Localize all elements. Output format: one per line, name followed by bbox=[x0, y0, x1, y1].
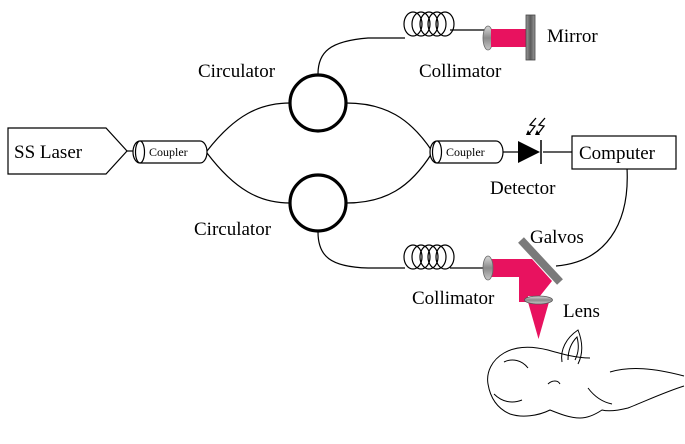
coupler-right-body bbox=[429, 140, 504, 164]
circulator-bottom: Circulator bbox=[194, 173, 348, 240]
circulator-bottom-label: Circulator bbox=[194, 219, 272, 240]
coupler-left-end bbox=[134, 140, 146, 164]
lens-label: Lens bbox=[563, 301, 600, 322]
computer-to-galvos-wire bbox=[555, 167, 628, 267]
fiber-coil-icon bbox=[427, 11, 447, 37]
fiber-coil-icon bbox=[427, 244, 447, 270]
computer-label: Computer bbox=[579, 143, 656, 164]
fiber-coil-top bbox=[403, 11, 455, 37]
mouse-snout-line bbox=[503, 359, 529, 369]
circulator-bottom-ring bbox=[288, 173, 348, 233]
objective-lens: Lens bbox=[524, 295, 600, 322]
coupler-right-label: Coupler bbox=[446, 145, 485, 159]
mouse-icon bbox=[487, 329, 685, 419]
galvos-label: Galvos bbox=[530, 227, 584, 248]
circulator-top-label: Circulator bbox=[198, 61, 276, 82]
sample-beam bbox=[491, 259, 552, 302]
bottom-arm-fiber bbox=[317, 231, 405, 269]
detector: Detector bbox=[490, 117, 556, 199]
coupler-left-body bbox=[132, 140, 208, 164]
coupler-to-bottom-circulator-fiber bbox=[206, 152, 291, 204]
mouse-ear-inner bbox=[567, 336, 579, 361]
sample-beam-path bbox=[491, 259, 552, 339]
mouse-back bbox=[609, 368, 685, 377]
computer: Computer bbox=[571, 135, 677, 170]
collimator-top: Collimator bbox=[419, 25, 526, 82]
mirror-label: Mirror bbox=[547, 26, 598, 47]
reference-beam bbox=[491, 29, 526, 47]
detector-diode-icon bbox=[518, 141, 540, 163]
objective-lens-element bbox=[524, 295, 553, 305]
fiber-coil-icon bbox=[411, 11, 431, 37]
collimator-bottom-label: Collimator bbox=[412, 288, 495, 309]
coupler-left-label: Coupler bbox=[149, 145, 188, 159]
mirror-plate bbox=[525, 14, 536, 61]
top-circulator-to-coupler-fiber bbox=[345, 102, 433, 152]
laser-box bbox=[7, 127, 128, 175]
bottom-circulator-to-coupler-fiber bbox=[345, 152, 433, 204]
mouse-eye bbox=[547, 380, 561, 385]
galvo-scanner: Galvos bbox=[518, 227, 584, 285]
detector-label: Detector bbox=[490, 178, 556, 199]
incoming-light-icon bbox=[528, 117, 546, 135]
fiber-coil-icon bbox=[411, 244, 431, 270]
fiber-coil-icon bbox=[435, 11, 455, 37]
circulator-top: Circulator bbox=[198, 61, 348, 133]
mouse-ear bbox=[561, 329, 583, 365]
coupler-right: Coupler bbox=[429, 140, 504, 164]
collimator-bottom-lens bbox=[482, 255, 494, 281]
top-arm-fiber bbox=[317, 37, 405, 75]
computer-box bbox=[571, 135, 677, 170]
fiber-coil-icon bbox=[419, 11, 439, 37]
coupler-to-top-circulator-fiber bbox=[206, 102, 291, 152]
collimator-top-label: Collimator bbox=[419, 61, 502, 82]
collimator-bottom: Collimator bbox=[412, 255, 495, 309]
fiber-coil-icon bbox=[403, 11, 423, 37]
coupler-right-end bbox=[431, 140, 443, 164]
fiber-coil-icon bbox=[419, 244, 439, 270]
fiber-network bbox=[127, 29, 628, 269]
reference-mirror: Mirror bbox=[525, 14, 598, 61]
laser-label: SS Laser bbox=[14, 142, 83, 163]
coupler-left: Coupler bbox=[132, 140, 208, 164]
circulator-top-ring bbox=[288, 73, 348, 133]
fiber-coil-bottom bbox=[403, 244, 455, 270]
mouse-nose-curve bbox=[493, 393, 523, 403]
mouse-cheek bbox=[587, 387, 613, 405]
focused-beam-cone bbox=[528, 302, 549, 339]
galvo-mirror bbox=[518, 237, 563, 285]
mouse-body-outline bbox=[487, 346, 685, 419]
ss-laser: SS Laser bbox=[7, 127, 128, 175]
fiber-coil-icon bbox=[435, 244, 455, 270]
fiber-coil-icon bbox=[403, 244, 423, 270]
